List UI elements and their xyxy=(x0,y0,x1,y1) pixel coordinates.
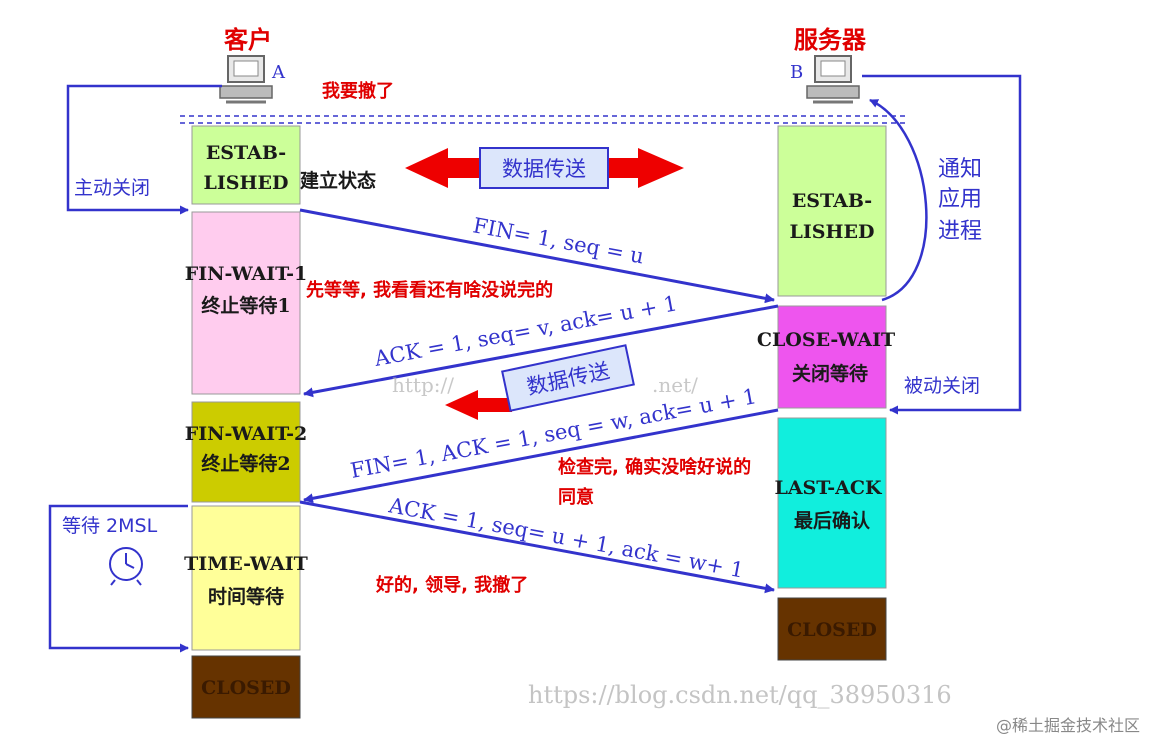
server-established-label: ESTAB- xyxy=(792,190,872,212)
ack1-segment-label: ACK = 1, seq= v, ack= u + 1 xyxy=(372,291,680,371)
clock-icon xyxy=(109,547,143,586)
passive-close-label: 被动关闭 xyxy=(904,375,980,397)
server-title: 服务器 xyxy=(794,26,867,54)
ack2-segment-arrow xyxy=(299,500,775,594)
watermark-csdn-mid: http:// xyxy=(392,373,454,397)
notify-app-label: 通知 xyxy=(938,157,982,182)
watermark-csdn: https://blog.csdn.net/qq_38950316 xyxy=(528,681,952,709)
note-leaving: 我要撤了 xyxy=(322,80,394,102)
note-ok-leave: 好的, 领导, 我撤了 xyxy=(375,574,528,596)
data-transfer-label: 数据传送 xyxy=(502,157,586,181)
notify-app-label: 进程 xyxy=(938,219,982,244)
server-last-ack-box xyxy=(777,417,887,589)
client-established-cn-label: 建立状态 xyxy=(300,169,376,192)
server-established-box xyxy=(777,125,887,297)
client-fin-wait-1-label: FIN-WAIT-1 xyxy=(185,263,307,285)
computer-icon xyxy=(219,55,273,104)
note-agree: 同意 xyxy=(558,486,594,508)
server-last-ack-label: LAST-ACK xyxy=(774,477,883,499)
client-fin-wait-1-box xyxy=(191,211,301,395)
client-time-wait-box xyxy=(191,505,301,651)
notify-app-label: 应用 xyxy=(938,187,982,212)
active-close-label: 主动关闭 xyxy=(74,177,150,199)
server-close-wait-cn-label: 关闭等待 xyxy=(792,362,868,385)
server-close-wait-label: CLOSE-WAIT xyxy=(757,329,895,351)
fin2-segment-arrow xyxy=(303,408,779,504)
fin1-segment-arrow xyxy=(299,208,775,304)
client-established-label: ESTAB- xyxy=(206,142,286,164)
client-closed-label: CLOSED xyxy=(201,677,291,699)
client-time-wait-label: TIME-WAIT xyxy=(184,553,308,575)
passive-close-arrow xyxy=(862,74,1022,415)
server-established-label: LISHED xyxy=(790,221,875,243)
computer-icon xyxy=(806,55,860,104)
note-checked: 检查完, 确实没啥好说的 xyxy=(558,456,751,478)
server-close-wait-box xyxy=(777,305,887,409)
ack1-segment-arrow xyxy=(303,304,779,398)
data-transfer-box xyxy=(479,147,609,189)
client-title: 客户 xyxy=(224,26,272,54)
client-established-box xyxy=(191,125,301,205)
client-fin-wait-2-box xyxy=(191,401,301,503)
active-close-arrow xyxy=(66,84,222,215)
client-time-wait-cn-label: 时间等待 xyxy=(208,585,284,608)
client-established-label: LISHED xyxy=(204,172,289,194)
client-fin-wait-2-cn-label: 终止等待2 xyxy=(201,452,290,475)
client-fin-wait-2-label: FIN-WAIT-2 xyxy=(185,423,307,445)
host-a-label: A xyxy=(271,62,286,83)
data-transfer-left-arrow xyxy=(445,390,512,420)
notify-app-arrow xyxy=(869,98,928,302)
server-closed-label: CLOSED xyxy=(787,619,877,641)
wait-2msl-label: 等待 2MSL xyxy=(62,515,158,537)
watermark-csdn-mid: .net/ xyxy=(652,373,698,397)
data-transfer-box xyxy=(501,344,635,412)
client-closed-box xyxy=(191,655,301,719)
server-last-ack-cn-label: 最后确认 xyxy=(794,509,870,532)
watermark-juejin: @稀土掘金技术社区 xyxy=(996,716,1140,735)
note-wait-check: 先等等, 我看看还有啥没说完的 xyxy=(306,279,553,301)
host-b-label: B xyxy=(790,62,803,83)
server-closed-box xyxy=(777,597,887,661)
client-fin-wait-1-cn-label: 终止等待1 xyxy=(201,294,290,317)
wait-2msl-arrow xyxy=(48,504,189,653)
